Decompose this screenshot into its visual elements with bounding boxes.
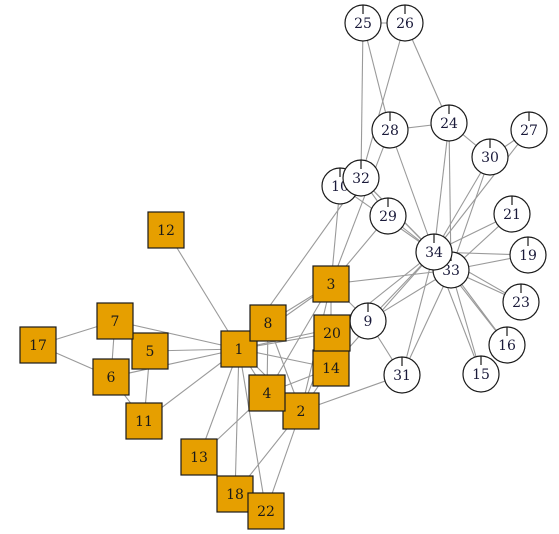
node-29: 29 [369, 197, 407, 235]
node-5: 5 [131, 332, 169, 370]
node-square [92, 358, 130, 396]
node-label: 27 [520, 123, 538, 139]
node-19: 19 [509, 236, 547, 274]
node-32: 32 [342, 159, 380, 197]
node-label: 20 [323, 326, 341, 342]
node-25: 25 [344, 4, 382, 42]
node-label: 31 [393, 368, 411, 384]
node-18: 18 [216, 475, 254, 513]
node-label: 23 [512, 295, 530, 311]
node-label: 7 [111, 314, 120, 330]
node-label: 15 [472, 367, 490, 383]
node-label: 12 [157, 223, 175, 239]
edge-28-34 [389, 129, 435, 253]
node-13: 13 [180, 438, 218, 476]
node-square [19, 326, 57, 364]
edge-1-7 [114, 320, 240, 350]
node-31: 31 [383, 356, 421, 394]
node-23: 23 [502, 283, 540, 321]
node-square [180, 438, 218, 476]
node-square [313, 314, 351, 352]
node-square [248, 374, 286, 412]
node-square [131, 332, 169, 370]
edge-25-32 [360, 22, 364, 179]
node-label: 16 [498, 338, 516, 354]
node-30: 30 [471, 138, 509, 176]
node-17: 17 [19, 326, 57, 364]
node-label: 14 [322, 361, 340, 377]
node-label: 33 [442, 263, 460, 279]
edge-1-22 [238, 348, 267, 512]
edge-27-34 [433, 129, 530, 253]
node-14: 14 [312, 349, 350, 387]
node-22: 22 [247, 492, 285, 530]
node-square [147, 211, 185, 249]
node-label: 4 [263, 386, 272, 402]
node-26: 26 [386, 4, 424, 42]
node-square [96, 302, 134, 340]
node-label: 19 [519, 248, 537, 264]
node-square [312, 265, 350, 303]
node-label: 2 [297, 404, 306, 420]
node-11: 11 [125, 402, 163, 440]
node-34: 34 [415, 233, 453, 271]
node-label: 1 [235, 342, 244, 358]
node-label: 29 [379, 209, 397, 225]
edge-30-33 [450, 156, 491, 271]
node-square [247, 492, 285, 530]
node-20: 20 [313, 314, 351, 352]
edge-24-34 [433, 122, 450, 253]
node-label: 18 [226, 487, 244, 503]
node-square [312, 349, 350, 387]
node-label: 34 [425, 245, 443, 261]
node-label: 22 [257, 504, 275, 520]
edge-31-34 [401, 251, 435, 376]
node-28: 28 [371, 111, 409, 149]
node-label: 5 [146, 344, 155, 360]
node-label: 32 [352, 171, 370, 187]
edge-3-33 [330, 269, 452, 285]
edge-1-12 [165, 229, 240, 350]
edge-1-6 [110, 348, 240, 378]
node-label: 13 [190, 450, 208, 466]
edge-26-32 [360, 22, 406, 179]
node-label: 11 [135, 414, 153, 430]
node-label: 17 [29, 338, 47, 354]
node-4: 4 [248, 374, 286, 412]
node-label: 28 [381, 123, 399, 139]
node-label: 21 [503, 207, 521, 223]
node-7: 7 [96, 302, 134, 340]
node-label: 24 [440, 116, 458, 132]
node-square [249, 304, 287, 342]
node-15: 15 [462, 355, 500, 393]
node-9: 9 [349, 302, 387, 340]
node-label: 6 [107, 370, 116, 386]
node-2: 2 [282, 392, 320, 430]
node-label: 25 [354, 16, 372, 32]
node-label: 8 [264, 316, 273, 332]
node-label: 9 [364, 314, 373, 330]
edge-3-28 [330, 129, 391, 285]
node-8: 8 [249, 304, 287, 342]
node-12: 12 [147, 211, 185, 249]
node-6: 6 [92, 358, 130, 396]
node-label: 26 [396, 16, 414, 32]
node-21: 21 [493, 195, 531, 233]
node-27: 27 [510, 111, 548, 149]
node-3: 3 [312, 265, 350, 303]
edge-31-33 [401, 269, 452, 376]
node-16: 16 [488, 326, 526, 364]
node-label: 30 [481, 150, 499, 166]
node-24: 24 [430, 104, 468, 142]
node-square [125, 402, 163, 440]
node-label: 3 [327, 277, 336, 293]
